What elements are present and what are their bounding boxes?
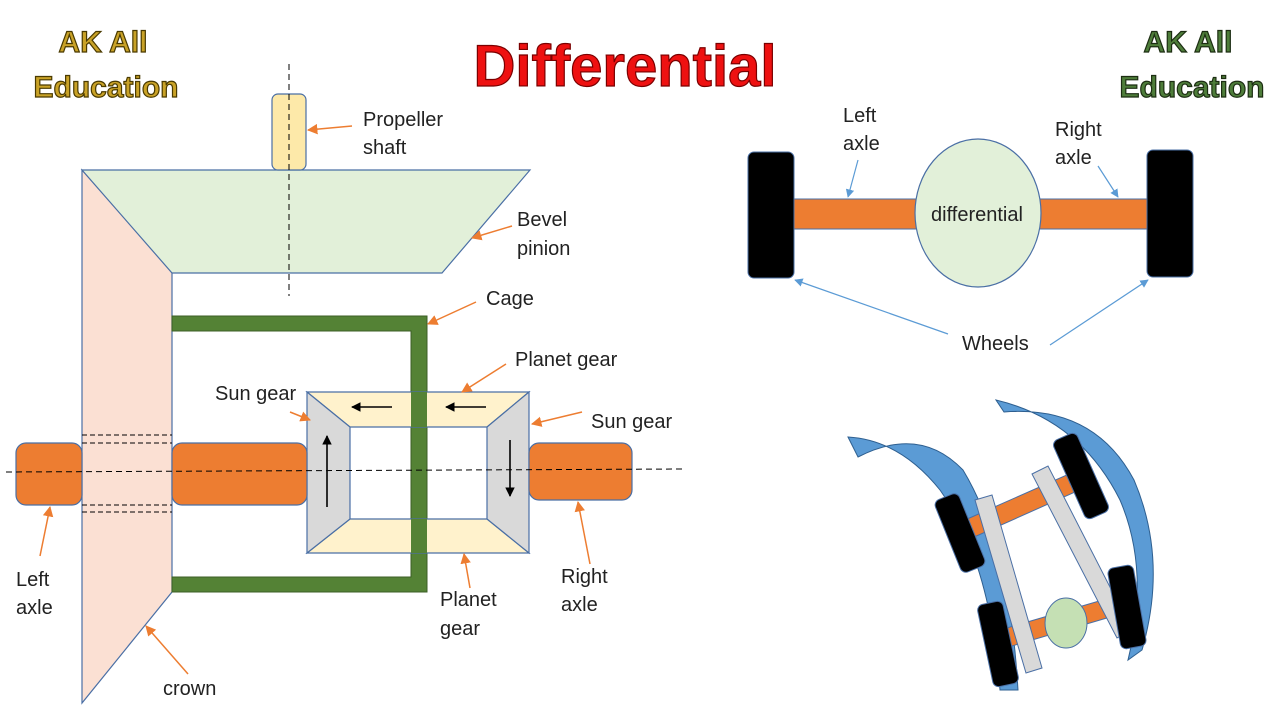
pointer-planet-top	[461, 363, 507, 393]
label-differential: differential	[931, 204, 1023, 226]
label-sun-gear-left: Sun gear	[215, 383, 297, 405]
pointer-wheels-left	[794, 278, 949, 335]
car-wheel-rear-right	[1107, 564, 1147, 650]
label-propeller-shaft-1: Propeller	[363, 109, 443, 131]
pointer-sun-left	[289, 411, 311, 422]
brand-right-line1: AK All	[1144, 26, 1233, 59]
car-wheel-rear-left	[977, 600, 1019, 688]
label-planet-gear-bottom-1: Planet	[440, 589, 497, 611]
label-crown: crown	[163, 678, 216, 700]
label-sun-gear-right: Sun gear	[591, 411, 673, 433]
pointer-left-axle	[39, 505, 54, 557]
car-wheel-front-left	[934, 493, 986, 573]
sun-gear-right	[486, 390, 530, 555]
pointer-crown	[145, 625, 189, 675]
left-axle-inner	[171, 442, 308, 506]
label-left-axle-1: Left	[16, 569, 50, 591]
brand-left-line1: AK All	[59, 26, 148, 59]
sun-gear-left	[306, 390, 351, 555]
right-wheel	[1146, 149, 1194, 278]
axle-centerline	[5, 468, 683, 473]
pointer-top-left-axle	[845, 159, 859, 198]
pointer-wheels-right	[1049, 279, 1149, 346]
label-top-right-axle-2: axle	[1055, 147, 1092, 169]
label-bevel-pinion-1: Bevel	[517, 209, 567, 231]
brand-right-line2: Education	[1119, 71, 1264, 104]
pointer-planet-bottom	[460, 552, 471, 589]
brand-left-line2: Education	[33, 71, 178, 104]
left-wheel	[747, 151, 795, 279]
left-axle-bar	[792, 198, 924, 230]
pointer-bevel	[470, 225, 513, 241]
label-wheels: Wheels	[962, 333, 1029, 355]
cage-stem-top	[411, 392, 427, 427]
left-axle-outer	[15, 442, 83, 506]
label-left-axle-2: axle	[16, 597, 53, 619]
pointer-sun-right	[530, 411, 583, 427]
right-axle-bar	[1035, 198, 1149, 230]
label-planet-gear-bottom-2: gear	[440, 618, 480, 640]
right-axle	[528, 442, 633, 501]
axle-wheels-diagram: differential Left axle Right axle Wheels	[747, 105, 1194, 355]
chassis-bar-left	[974, 494, 1043, 674]
label-top-right-axle-1: Right	[1055, 119, 1102, 141]
car-differential	[1044, 597, 1088, 649]
turning-car-diagram	[847, 399, 1154, 691]
label-top-left-axle-2: axle	[843, 133, 880, 155]
label-propeller-shaft-2: shaft	[363, 137, 407, 159]
label-planet-gear-top: Planet gear	[515, 349, 618, 371]
gear-assembly-diagram: Propeller shaft Bevel pinion Cage Planet…	[5, 64, 683, 705]
label-right-axle-1: Right	[561, 566, 608, 588]
label-right-axle-2: axle	[561, 594, 598, 616]
cage-stem-bottom	[411, 519, 427, 553]
page-title: Differential	[474, 34, 777, 99]
pointer-right-axle	[574, 500, 591, 565]
road-curve-outer	[994, 399, 1154, 662]
pointer-cage	[427, 301, 477, 325]
car-wheel-front-right	[1053, 432, 1109, 520]
bevel-pinion	[80, 169, 532, 274]
label-cage: Cage	[486, 288, 534, 310]
label-top-left-axle-1: Left	[843, 105, 877, 127]
pointer-top-right-axle	[1097, 165, 1119, 198]
differential-body	[914, 138, 1042, 288]
pointer-propeller	[306, 123, 353, 135]
label-bevel-pinion-2: pinion	[517, 238, 570, 260]
